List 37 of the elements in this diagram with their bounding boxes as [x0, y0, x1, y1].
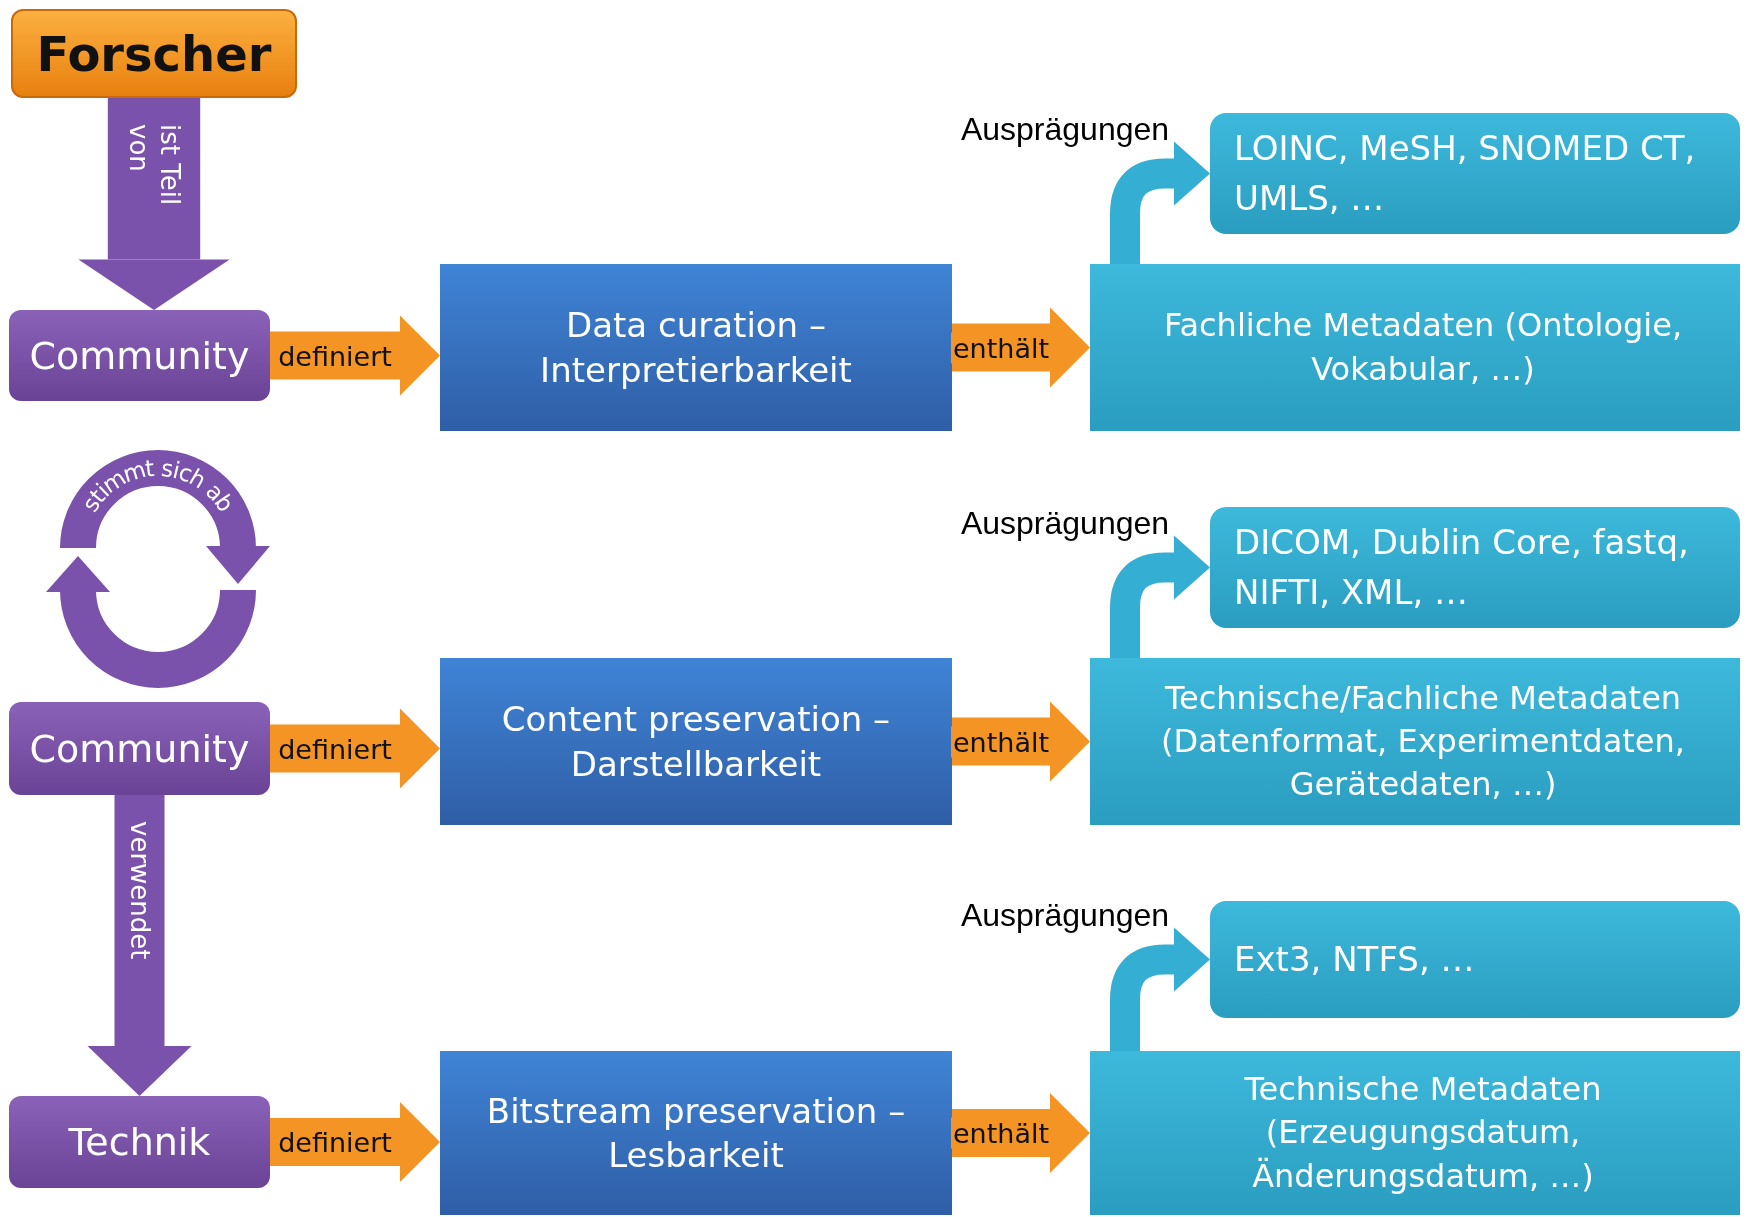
box-label: Ext3, NTFS, … [1234, 937, 1475, 981]
block-arrow [270, 708, 440, 789]
example-box [1210, 901, 1740, 1018]
block-arrow [270, 1102, 440, 1182]
block-arrow [952, 701, 1090, 782]
block-arrow [87, 795, 192, 1096]
box-label: DICOM, Dublin Core, fastq, NIFTI, XML, … [1234, 521, 1690, 614]
level-box [440, 264, 952, 431]
box-label: Technische/Fachliche Metadaten (Datenformat, Experimentdaten, Gerätedaten, …) [1160, 677, 1686, 806]
box-label: Technik [68, 1120, 211, 1164]
box-label: Community [29, 726, 250, 771]
level-box [440, 1051, 952, 1215]
metadata-box [1090, 1051, 1740, 1215]
metadata-box [1090, 658, 1740, 825]
box-label: Bitstream preservation – Lesbarkeit [485, 1089, 907, 1177]
box-label: Community [29, 333, 250, 378]
box-label: Technische Metadaten (Erzeugungsdatum, Änderungsdatum, …) [1243, 1069, 1603, 1197]
block-arrow [78, 98, 230, 310]
edge-label: enthält [950, 332, 1052, 363]
box-label: LOINC, MeSH, SNOMED CT, UMLS, … [1234, 127, 1697, 220]
example-box [1210, 507, 1740, 628]
edge-label: enthält [950, 1117, 1052, 1149]
level-box [440, 658, 952, 825]
box-label: Data curation – Interpretierbarkeit [539, 304, 853, 392]
metadata-box [1090, 264, 1740, 431]
block-arrow [270, 315, 440, 396]
box-label: Forscher [36, 25, 272, 82]
box-label: Fachliche Metadaten (Ontologie, Vokabular, …) [1162, 305, 1684, 390]
actor-box [11, 9, 297, 98]
group-box [9, 310, 270, 401]
block-arrow [952, 307, 1090, 388]
example-box [1210, 113, 1740, 234]
group-box [9, 1096, 270, 1188]
box-label: Content preservation – Darstellbarkeit [500, 698, 892, 786]
block-arrow [952, 1093, 1090, 1173]
group-box [9, 702, 270, 795]
edge-label: enthält [950, 726, 1052, 757]
